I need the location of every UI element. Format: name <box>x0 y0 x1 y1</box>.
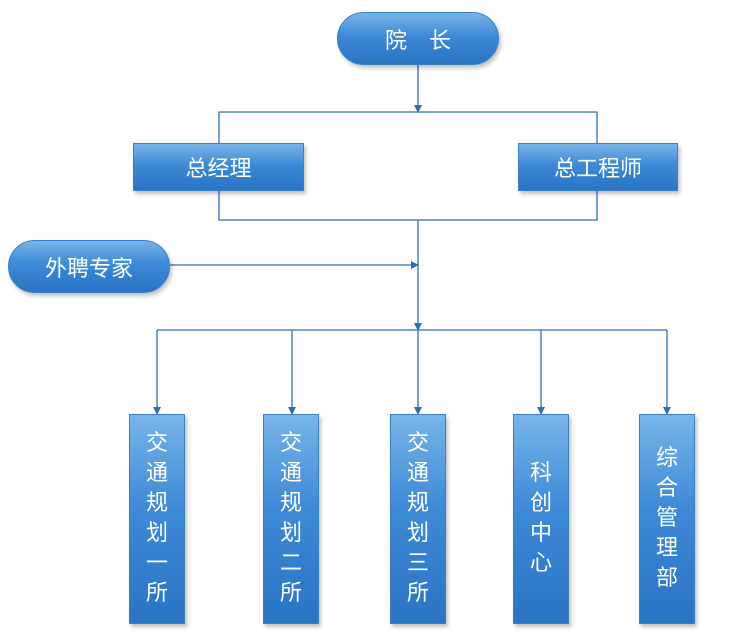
dept3-node: 交通规划三所 <box>390 414 446 624</box>
chief-engineer-label: 总工程师 <box>553 157 642 182</box>
vertical-char: 一 <box>145 551 168 576</box>
vertical-char: 三 <box>406 551 429 576</box>
vertical-char: 交 <box>145 431 168 456</box>
vertical-char: 二 <box>279 551 302 576</box>
vertical-char: 划 <box>406 521 429 546</box>
general-manager-node: 总经理 <box>133 143 304 191</box>
vertical-char: 通 <box>279 461 302 486</box>
vertical-char: 理 <box>655 536 678 561</box>
president-label: 院 长 <box>384 28 451 54</box>
vertical-char: 规 <box>406 491 429 516</box>
vertical-char: 部 <box>655 566 678 591</box>
dept2-node: 交通规划二所 <box>263 414 319 624</box>
dept1-node: 交通规划一所 <box>129 414 185 624</box>
vertical-char: 合 <box>655 476 678 501</box>
vertical-char: 综 <box>655 446 678 471</box>
general-manager-label: 总经理 <box>185 157 252 182</box>
external-experts-node: 外聘专家 <box>8 240 170 293</box>
vertical-char: 所 <box>406 581 429 606</box>
dept3-label: 交通规划三所 <box>407 429 429 609</box>
vertical-char: 规 <box>279 491 302 516</box>
dept5-label: 综合管理部 <box>656 444 678 594</box>
vertical-char: 通 <box>406 461 429 486</box>
vertical-char: 划 <box>145 521 168 546</box>
vertical-char: 规 <box>145 491 168 516</box>
vertical-char: 所 <box>279 581 302 606</box>
chief-engineer-node: 总工程师 <box>518 143 678 191</box>
vertical-char: 交 <box>279 431 302 456</box>
vertical-char: 心 <box>529 551 552 576</box>
dept5-node: 综合管理部 <box>639 414 695 624</box>
vertical-char: 所 <box>145 581 168 606</box>
external-experts-label: 外聘专家 <box>44 256 133 282</box>
vertical-char: 交 <box>406 431 429 456</box>
dept4-label: 科创中心 <box>530 459 552 579</box>
vertical-char: 管 <box>655 506 678 531</box>
vertical-char: 科 <box>529 461 552 486</box>
vertical-char: 划 <box>279 521 302 546</box>
vertical-char: 通 <box>145 461 168 486</box>
dept4-node: 科创中心 <box>513 414 569 624</box>
vertical-char: 中 <box>529 521 552 546</box>
vertical-char: 创 <box>529 491 552 516</box>
president-node: 院 长 <box>337 12 499 65</box>
dept1-label: 交通规划一所 <box>146 429 168 609</box>
dept2-label: 交通规划二所 <box>280 429 302 609</box>
